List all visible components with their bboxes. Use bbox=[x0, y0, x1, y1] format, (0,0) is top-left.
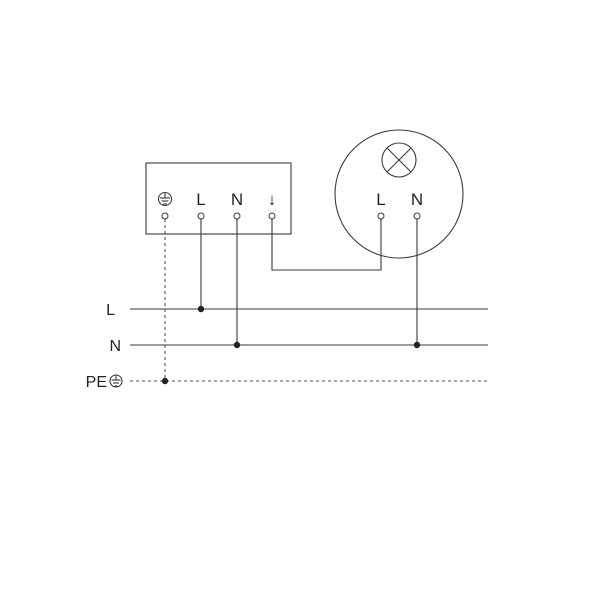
sensor-terminal-pe bbox=[161, 212, 169, 220]
junction-PE bbox=[161, 377, 169, 385]
rail-label-N: N bbox=[109, 338, 121, 355]
sensor-terminal-out bbox=[268, 212, 276, 220]
junction-N-sensor bbox=[233, 341, 241, 349]
lamp-housing bbox=[334, 129, 464, 259]
lamp-terminal-N bbox=[413, 212, 421, 220]
rail-label-L: L bbox=[106, 302, 115, 319]
sensor-terminal-label-out: ↓ bbox=[268, 190, 277, 209]
lamp-terminal-L bbox=[377, 212, 385, 220]
junction-L bbox=[197, 305, 205, 313]
sensor-box bbox=[145, 162, 292, 235]
sensor-terminal-label-N: N bbox=[231, 190, 243, 209]
lamp-terminal-label-N: N bbox=[411, 190, 423, 209]
lamp-terminal-label-L: L bbox=[376, 190, 385, 209]
junction-N-lamp bbox=[413, 341, 421, 349]
lamp-icon bbox=[381, 142, 417, 178]
sensor-terminal-label-L: L bbox=[196, 190, 205, 209]
ground-icon bbox=[157, 191, 173, 207]
sensor-terminal-L bbox=[197, 212, 205, 220]
rail-label-PE: PE bbox=[86, 374, 107, 391]
wire-sensor-out-to-lamp-L bbox=[271, 219, 382, 271]
pe-ground-icon bbox=[109, 374, 123, 388]
sensor-terminal-N bbox=[233, 212, 241, 220]
